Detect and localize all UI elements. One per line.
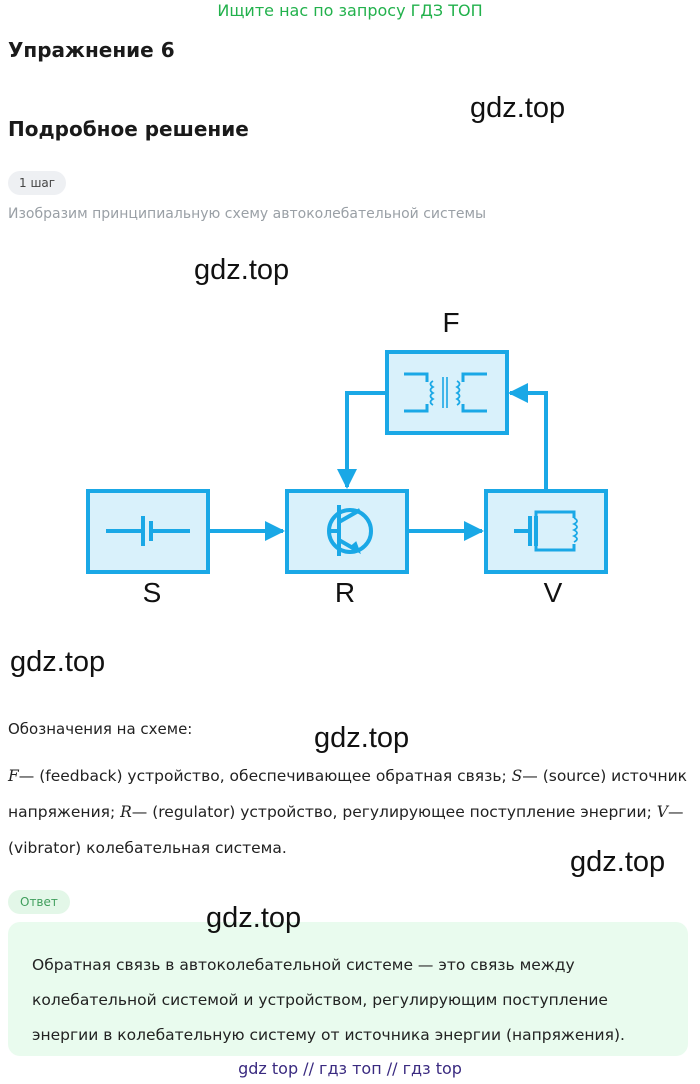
legend-title: Обозначения на схеме: xyxy=(8,720,193,738)
var-r: R xyxy=(120,803,132,821)
block-s xyxy=(86,489,210,574)
label-v: V xyxy=(544,577,563,608)
label-r: R xyxy=(335,577,355,608)
step-badge: 1 шаг xyxy=(8,171,67,195)
label-s: S xyxy=(143,577,162,608)
solution-title: Подробное решение xyxy=(8,117,249,141)
watermark: gdz.top xyxy=(470,92,566,124)
answer-text: Обратная связь в автоколебательной систе… xyxy=(32,956,625,1044)
diagram-connections xyxy=(208,383,548,541)
watermark: gdz.top xyxy=(206,902,302,934)
watermark: gdz.top xyxy=(314,722,410,754)
answer-badge: Ответ xyxy=(8,890,70,914)
var-v: V xyxy=(656,803,668,821)
footer-links[interactable]: gdz top // гдз топ // гдз top xyxy=(238,1059,462,1078)
battery-icon xyxy=(106,516,190,546)
label-f: F xyxy=(442,307,459,338)
var-s: S xyxy=(511,767,523,785)
answer-box xyxy=(8,922,688,1056)
top-banner[interactable]: Ищите нас по запросу ГДЗ ТОП xyxy=(217,1,483,20)
block-v xyxy=(484,489,608,574)
exercise-title: Упражнение 6 xyxy=(8,38,175,62)
block-r xyxy=(285,489,409,574)
watermark: gdz.top xyxy=(10,646,106,678)
transistor-icon xyxy=(327,505,373,556)
watermark: gdz.top xyxy=(194,254,290,286)
autooscillation-diagram: F xyxy=(86,307,608,608)
var-f: F xyxy=(8,767,19,785)
watermark: gdz.top xyxy=(570,846,666,878)
step-description: Изобразим принципиальную схему автоколеб… xyxy=(8,206,487,222)
legend-text: F— (feedback) устройство, обеспечивающее… xyxy=(8,767,688,857)
transformer-icon xyxy=(404,372,487,413)
oscillating-circuit-icon xyxy=(514,510,578,552)
block-f xyxy=(385,350,509,435)
